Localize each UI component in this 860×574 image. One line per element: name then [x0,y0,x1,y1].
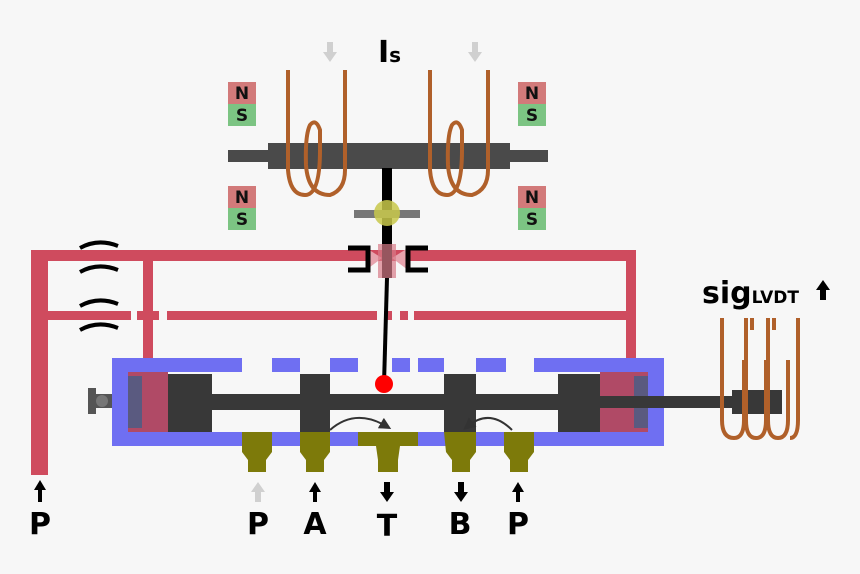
nozzle-jet-right [392,248,408,270]
port-labels: P P A T B P [29,507,529,544]
magnet-south-label: S [236,210,248,230]
orifice-restrictors [79,240,119,332]
lower-pilot-line-c [167,311,377,320]
label-a: A [303,507,327,542]
left-end-cap [128,376,142,428]
flapper-pivot [374,200,400,226]
nozzle-right [405,245,428,273]
label-p-right: P [507,507,529,542]
spool-land-right [558,374,600,432]
signal-label-main: sig [702,276,752,311]
orifice-lower-bottom [79,322,119,332]
feedback-spring [382,277,389,385]
flow-arc-p-to-b [463,417,513,431]
arrow-down-b [454,482,468,502]
flapper-assembly [348,168,428,385]
spool-rod [168,394,600,410]
lower-pilot-line-f [414,311,636,320]
right-chamber-feed [626,250,636,380]
feedback-ball [375,375,393,393]
housing-left-wall [112,358,128,446]
port-arrows [34,480,524,502]
arrow-up-p-right [512,482,524,502]
orifice-lower-top [79,298,119,308]
magnet-bottom-left: N S [228,186,256,230]
port-p-main [242,432,272,472]
arrow-up-a [309,482,321,502]
nozzle-left [348,245,371,273]
magnet-north-label: N [525,84,539,104]
arrow-up-p-left [34,480,46,502]
arrow-down-t [380,482,394,502]
spool-land-left [168,374,212,432]
magnet-south-label: S [526,106,538,126]
armature-core [268,143,510,169]
magnet-south-label: S [526,210,538,230]
lower-pilot-line-e [400,311,408,320]
current-arrows [323,42,482,62]
current-label-sub: s [389,43,401,67]
lvdt-core [732,390,782,414]
magnet-north-label: N [525,188,539,208]
port-p-right [504,432,534,472]
current-arrow-right [468,42,482,62]
label-t: T [377,509,398,544]
signal-label: sigLVDT [702,276,799,311]
left-chamber-feed [143,250,153,380]
adjustment-screw [88,388,112,414]
magnet-top-right: N S [518,82,546,126]
label-p-main: P [247,507,269,542]
ports [242,432,534,472]
signal-label-sub: LVDT [752,288,800,308]
lvdt-coil [720,318,800,441]
label-p-left: P [29,507,51,542]
flow-arc-a-to-t [329,416,392,431]
lower-pilot-line-d [384,311,392,320]
port-b [444,432,476,472]
housing-top [112,358,664,372]
arrow-up-p-main [251,482,265,502]
port-a [300,432,330,472]
torque-motor: N S N S N S N S [228,42,548,230]
orifice-upper-top [79,240,119,250]
main-valve [88,358,782,472]
orifice-upper-bottom [79,264,119,274]
magnet-south-label: S [236,106,248,126]
magnet-top-left: N S [228,82,256,126]
left-coil [286,70,347,198]
upper-pilot-line [31,250,636,261]
magnet-bottom-right: N S [518,186,546,230]
supply-line-vertical [31,250,48,475]
spool-land-center-left [300,374,330,432]
magnet-north-label: N [235,84,249,104]
lower-pilot-line-a [31,311,131,320]
current-arrow-left [323,42,337,62]
signal-arrow-icon [816,280,830,300]
current-label-main: I [378,35,389,70]
current-label: Is [378,35,401,70]
pilot-lines [31,250,636,475]
magnet-north-label: N [235,188,249,208]
label-b: B [449,507,472,542]
port-t [358,432,418,472]
right-coil [428,70,490,198]
spool [168,374,782,432]
nozzle-gap [378,244,396,278]
